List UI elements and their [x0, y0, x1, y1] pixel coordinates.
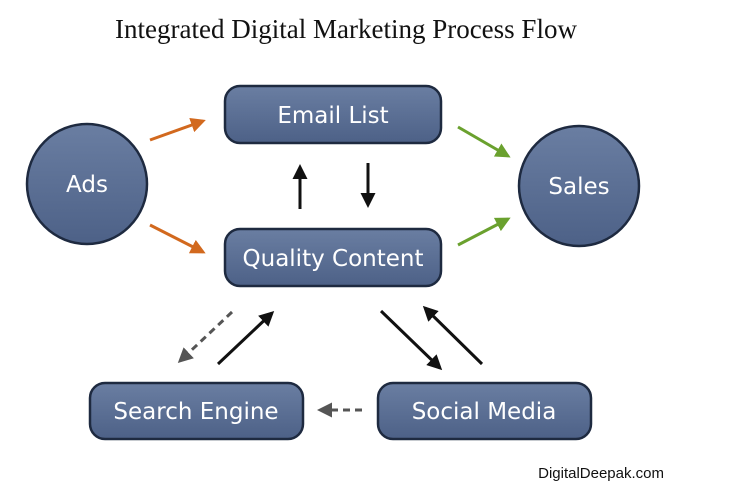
node-social-media-label: Social Media — [412, 399, 557, 425]
arrow-ads-to-quality-content — [149, 223, 206, 254]
arrow-email-list-to-sales — [457, 125, 511, 158]
node-ads: Ads — [25, 122, 149, 246]
node-email-list: Email List — [223, 84, 443, 145]
node-sales: Sales — [517, 124, 641, 248]
node-quality-content: Quality Content — [223, 227, 443, 288]
node-quality-content-label: Quality Content — [243, 246, 424, 272]
credit-text: DigitalDeepak.com — [538, 465, 664, 482]
node-search-engine: Search Engine — [88, 381, 305, 441]
arrow-ads-to-email-list — [149, 117, 206, 142]
arrow-search-engine-to-quality-content — [216, 310, 275, 366]
arrow-quality-content-to-sales — [457, 217, 511, 247]
diagram-title: Integrated Digital Marketing Process Flo… — [115, 14, 577, 44]
node-email-list-label: Email List — [277, 103, 388, 129]
node-social-media: Social Media — [376, 381, 593, 441]
arrow-quality-content-to-social-media — [379, 309, 443, 371]
node-sales-label: Sales — [548, 174, 609, 200]
arrow-social-media-to-quality-content — [422, 305, 484, 366]
node-ads-label: Ads — [66, 172, 108, 198]
arrow-quality-content-to-search-engine — [177, 310, 234, 364]
node-search-engine-label: Search Engine — [113, 399, 278, 425]
